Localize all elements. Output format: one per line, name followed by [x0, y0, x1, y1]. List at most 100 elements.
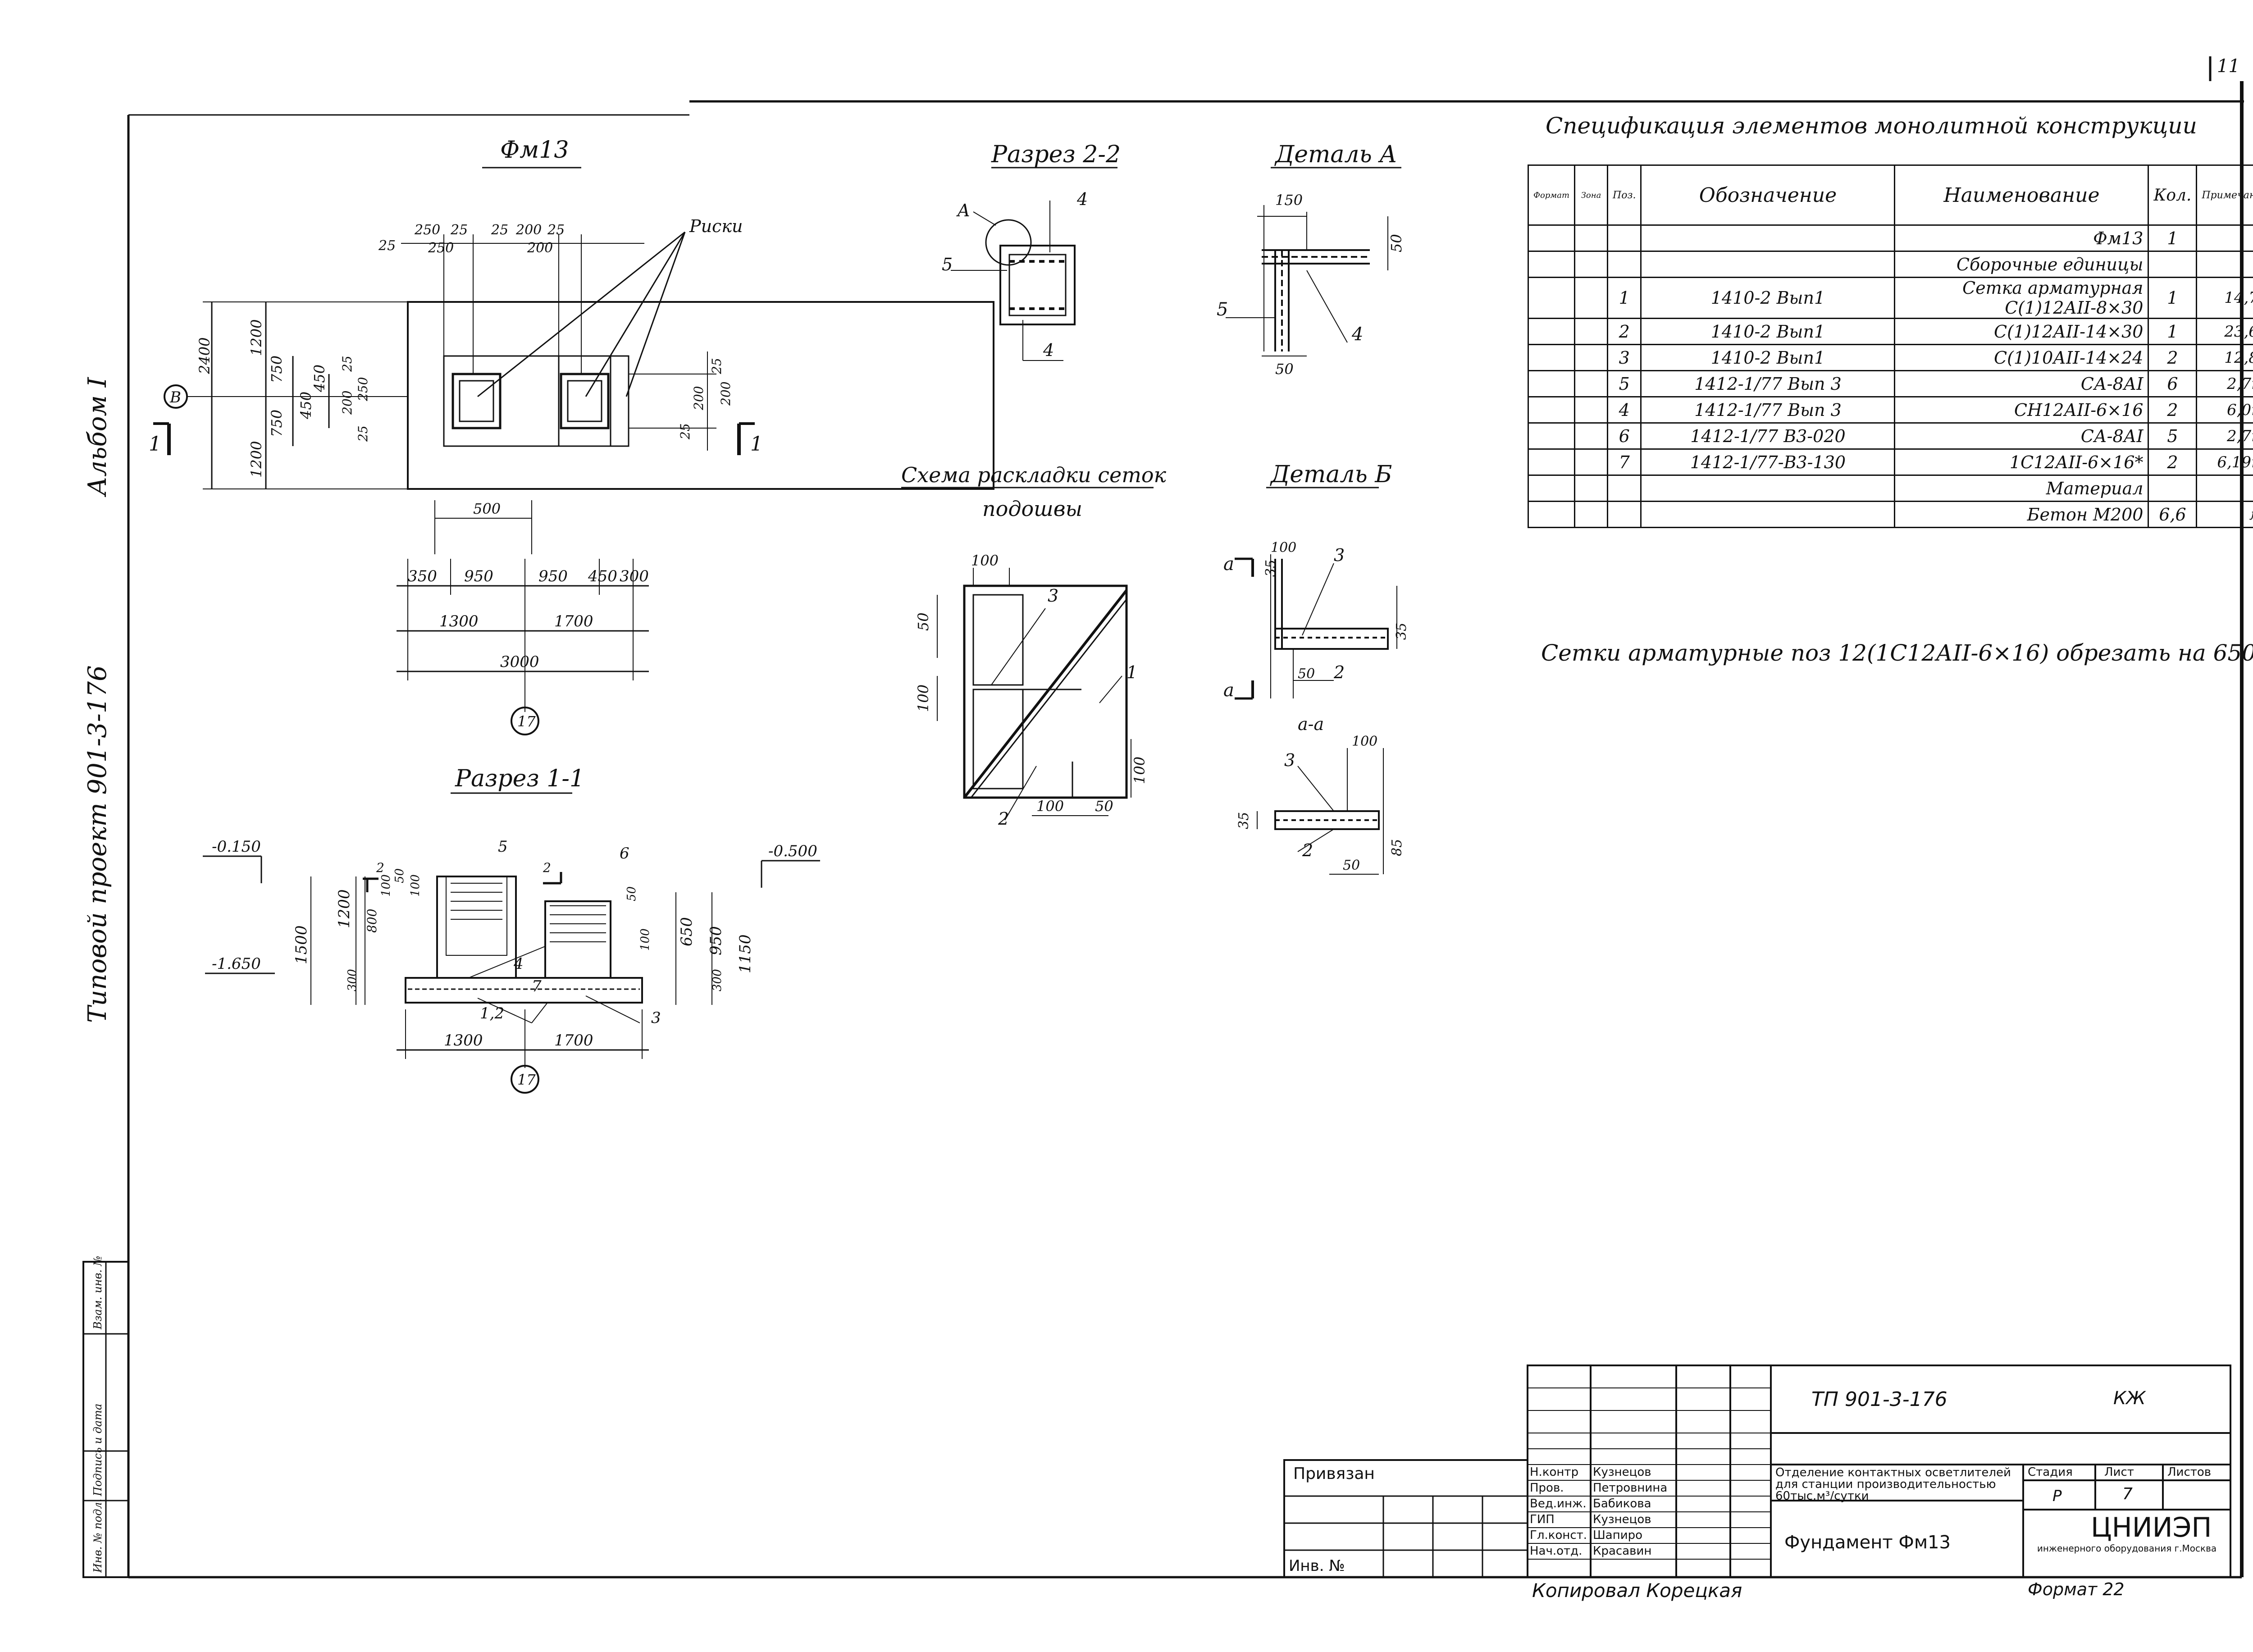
cell-zone — [1574, 422, 1609, 450]
cell-format — [1527, 475, 1576, 502]
tb-org: ЦНИИЭП — [2091, 1512, 2212, 1543]
cell-designation: 1412-1/77 Вып 3 — [1640, 370, 1896, 397]
cell-format — [1527, 370, 1576, 397]
cell-format — [1527, 344, 1576, 371]
callout: A — [956, 201, 970, 220]
dim-left: 2400 — [196, 338, 213, 374]
layout-title-1: Схема раскладки сеток — [901, 463, 1167, 487]
layout-labels: 100 50 100 100 100 50 3 1 2 — [915, 552, 1148, 829]
cell-designation — [1640, 501, 1896, 528]
dim-top: 200 — [515, 222, 542, 238]
tb-format: Формат 22 — [2028, 1579, 2125, 1599]
level-mark: -0.150 — [212, 838, 261, 856]
callout: а — [1223, 554, 1234, 575]
section11-title: Разрез 1-1 — [455, 765, 584, 792]
dim: 35 — [1263, 560, 1279, 577]
dim-right: 25 — [678, 423, 693, 440]
cell-name: Фм13 — [1894, 224, 2149, 252]
dim: 100 — [1131, 757, 1148, 784]
dim-bottom: 350 — [408, 567, 437, 585]
tb-object: Отделение контактных осветлителей для ст… — [1775, 1466, 2011, 1503]
callout: 2 — [998, 809, 1009, 829]
level-mark: -1.650 — [212, 955, 261, 973]
dim-top: 25 — [450, 222, 468, 238]
cell-note — [2196, 475, 2253, 502]
dim-sec-left: 50 — [393, 868, 406, 883]
axis-b-label: В — [169, 388, 181, 406]
cell-designation: 1410-2 Вып1 — [1640, 277, 1896, 319]
cell-name: Материал — [1894, 475, 2149, 502]
tb-person-name: Кузнецов — [1593, 1513, 1651, 1526]
dim-left: 1200 — [248, 319, 265, 356]
cell-qty: 2 — [2148, 448, 2198, 476]
dim: 100 — [971, 552, 999, 569]
cell-qty — [2148, 251, 2198, 278]
dim-bottom: 1700 — [554, 612, 593, 630]
mesh-note: Сетки арматурные поз 12(1С12АII-6×16) об… — [1541, 640, 2253, 666]
callout: 1,2 — [480, 1004, 504, 1022]
dim: 150 — [1275, 192, 1303, 209]
callout: 2 — [543, 860, 551, 875]
cell-designation — [1640, 251, 1896, 278]
tb-role: Гл.конст. — [1530, 1529, 1587, 1542]
tb-role: Нач.отд. — [1530, 1544, 1583, 1558]
cell-zone — [1574, 396, 1609, 424]
axis-17-label-sec: 17 — [517, 1071, 536, 1088]
cell-format — [1527, 448, 1576, 476]
dim-sec-left: 1200 — [335, 889, 353, 928]
cell-designation: 1410-2 Вып1 — [1640, 318, 1896, 345]
cell-pos: 4 — [1607, 396, 1642, 424]
dim-sec-right: 50 — [625, 886, 639, 901]
cell-format — [1527, 277, 1576, 319]
cell-qty: 5 — [2148, 422, 2198, 450]
col-qty: Кол. — [2148, 164, 2198, 226]
cell-pos: 5 — [1607, 370, 1642, 397]
section-2-2 — [951, 201, 1076, 361]
layout-title-2: подошвы — [982, 497, 1082, 521]
cell-pos — [1607, 475, 1642, 502]
callout: 5 — [942, 255, 953, 274]
section11-labels: -0.150 -1.650 -0.500 1500 1200 300 800 1… — [212, 838, 817, 1088]
dim-top: 250 — [428, 240, 454, 256]
tb-sheets-h: Листов — [2167, 1465, 2212, 1479]
cell-pos — [1607, 501, 1642, 528]
callout: 2 — [376, 860, 384, 875]
plan-title: Фм13 — [500, 137, 569, 164]
tb-role: Пров. — [1530, 1481, 1564, 1495]
dim-sec-bottom: 1300 — [444, 1031, 483, 1050]
dim-sec-left: 100 — [409, 874, 422, 897]
tb-code: ТП 901-3-176 — [1811, 1388, 1947, 1411]
cell-name: СН12АII-6×16 — [1894, 396, 2149, 424]
cell-format — [1527, 318, 1576, 345]
dim-sec-right: 100 — [639, 928, 652, 951]
dim-sec-left: 100 — [379, 874, 393, 897]
cell-zone — [1574, 370, 1609, 397]
dim-total: 3000 — [500, 653, 539, 671]
cell-pos: 3 — [1607, 344, 1642, 371]
dim-sec-left: 800 — [365, 909, 379, 933]
view-titles: Фм13 Разрез 2-2 Деталь А Разрез 1-1 Схем… — [455, 137, 1397, 792]
cell-note: 2,7кг — [2196, 370, 2253, 397]
section22-labels: A 4 5 4 — [942, 189, 1088, 360]
detailA-labels: 150 50 50 5 4 — [1217, 192, 1405, 378]
detailA-title: Деталь А — [1274, 141, 1397, 168]
sheet-number: 11 — [2217, 56, 2240, 77]
cell-qty: 6,6 — [2148, 501, 2198, 528]
dim-sec-right: 300 — [711, 969, 724, 991]
dim-sec-left: 300 — [346, 969, 359, 991]
cell-pos — [1607, 224, 1642, 252]
cell-designation: 1412-1/77 В3-020 — [1640, 422, 1896, 450]
dim-small: 25 — [356, 425, 370, 442]
dim: 85 — [1389, 839, 1405, 856]
dim-left: 750 — [268, 356, 285, 383]
tb-person-name: Петровнина — [1593, 1481, 1668, 1495]
dim: 50 — [1095, 798, 1113, 815]
